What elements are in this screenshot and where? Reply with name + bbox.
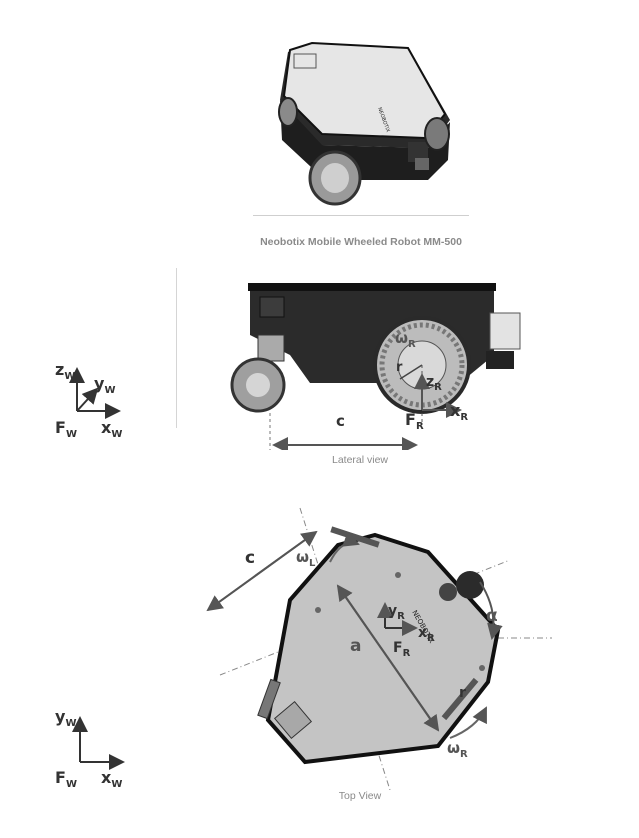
lateral-view-diagram: [220, 275, 540, 457]
top-radius-label: r: [459, 685, 466, 701]
top-robot-drawing: NEOBOTIX: [206, 507, 552, 791]
lateral-robot-frame-label: FR: [405, 410, 424, 433]
top-view-diagram: NEOBOTIX: [180, 500, 560, 791]
top-world-x-label: xW: [101, 768, 123, 791]
lateral-world-frame-label: FW: [55, 418, 77, 441]
top-world-y-label: yW: [55, 707, 77, 730]
top-dimension-c-label: c: [245, 548, 256, 568]
robot-photo-drawing: NEOBOTIX: [278, 41, 450, 206]
top-world-frame: [55, 710, 145, 790]
robot-photo: NEOBOTIX: [250, 30, 470, 210]
top-robot-y-label: yR: [388, 603, 405, 622]
top-angle-label: α: [486, 606, 498, 626]
lateral-view-caption: Lateral view: [331, 454, 389, 466]
lateral-robot-z-label: zR: [426, 374, 442, 393]
lateral-dimension-c-label: c: [336, 412, 345, 430]
lateral-world-frame: [55, 355, 145, 435]
top-robot-x-label: xR: [418, 625, 435, 644]
lateral-world-z-label: zW: [55, 360, 76, 383]
lateral-robot-drawing: [230, 283, 521, 457]
lateral-world-axes: [69, 367, 121, 419]
top-dimension-a-label: a: [350, 636, 362, 656]
caption-divider: [253, 215, 469, 216]
lateral-view-divider: [176, 268, 177, 428]
lateral-world-y-label: yW: [94, 374, 116, 397]
lateral-wheel-speed-label: ωR: [395, 329, 416, 350]
lateral-world-x-label: xW: [101, 418, 123, 441]
top-robot-frame-label: FR: [393, 640, 411, 659]
lateral-robot-x-label: xR: [450, 401, 469, 424]
top-world-frame-label: FW: [55, 768, 77, 791]
top-right-wheel-speed-label: ωR: [447, 739, 468, 760]
lateral-radius-label: r: [396, 360, 403, 375]
figure1-caption: Neobotix Mobile Wheeled Robot MM-500: [260, 236, 462, 248]
top-left-wheel-speed-label: ωL: [296, 548, 316, 569]
top-world-axes: [72, 716, 125, 770]
top-view-caption: Top View: [338, 790, 382, 802]
